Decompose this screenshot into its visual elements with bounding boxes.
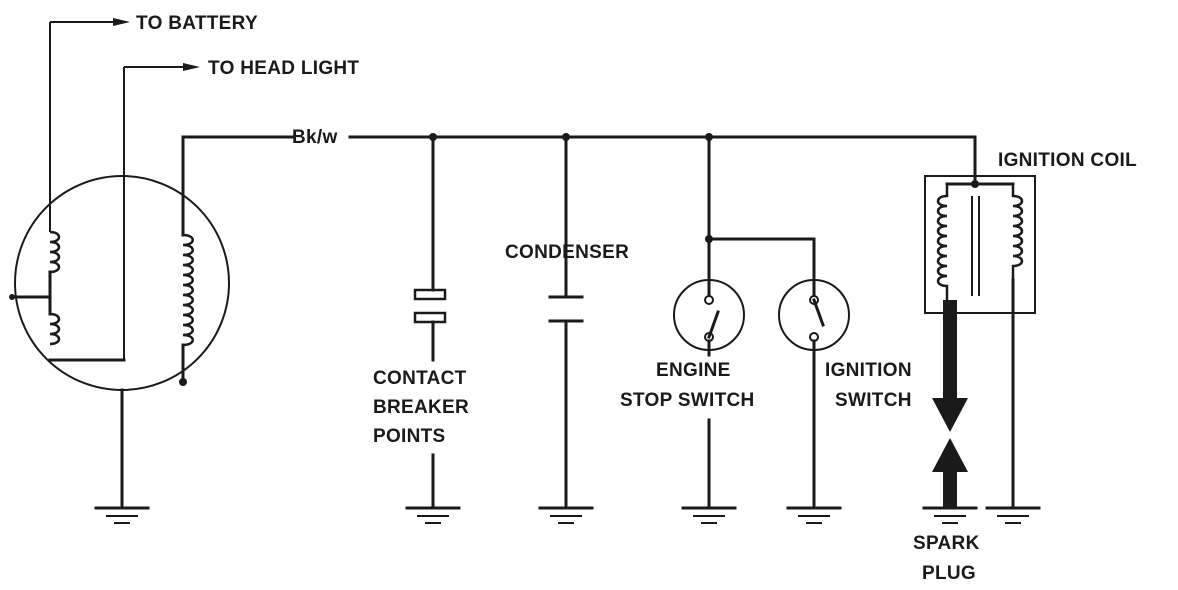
ignition-switch-label-line1: IGNITION bbox=[825, 360, 912, 381]
condenser-label: CONDENSER bbox=[505, 242, 629, 263]
magneto-coil-right bbox=[182, 233, 194, 347]
ignition-switch-label-line2: SWITCH bbox=[835, 390, 912, 411]
engine-stop-switch: ENGINE STOP SWITCH bbox=[620, 135, 816, 524]
spark-plug-upper-electrode bbox=[932, 398, 968, 432]
engine-stop-label-line1: ENGINE bbox=[656, 360, 731, 381]
to-head-light-label: TO HEAD LIGHT bbox=[208, 58, 359, 79]
head-light-lead: TO HEAD LIGHT bbox=[48, 58, 359, 362]
engine-stop-label-line2: STOP SWITCH bbox=[620, 390, 755, 411]
ignition-switch: IGNITION SWITCH bbox=[778, 237, 912, 524]
ignition-coil: IGNITION COIL bbox=[924, 150, 1137, 524]
ignition-coil-primary bbox=[936, 184, 949, 300]
contact-label-line1: CONTACT bbox=[373, 368, 467, 389]
contact-breaker-points: CONTACT BREAKER POINTS bbox=[373, 135, 469, 524]
magneto-coil-lower bbox=[49, 312, 61, 346]
spark-plug: SPARK PLUG bbox=[913, 300, 980, 584]
ignition-coil-secondary bbox=[1011, 184, 1024, 280]
magneto-coil-upper bbox=[49, 230, 61, 274]
main-bus-wire: Bk/w bbox=[181, 127, 977, 237]
magneto-ground bbox=[94, 388, 150, 524]
condenser: CONDENSER bbox=[505, 135, 629, 524]
battery-lead: TO BATTERY bbox=[49, 13, 258, 232]
magneto-generator bbox=[9, 175, 230, 391]
spark-plug-label-line1: SPARK bbox=[913, 533, 980, 554]
to-battery-label: TO BATTERY bbox=[136, 13, 258, 34]
wire-color-label: Bk/w bbox=[292, 127, 338, 148]
contact-label-line2: BREAKER bbox=[373, 397, 469, 418]
contact-label-line3: POINTS bbox=[373, 426, 446, 447]
spark-plug-label-line2: PLUG bbox=[922, 563, 976, 584]
spark-plug-lower-electrode bbox=[932, 438, 968, 472]
ignition-coil-label: IGNITION COIL bbox=[998, 150, 1137, 171]
